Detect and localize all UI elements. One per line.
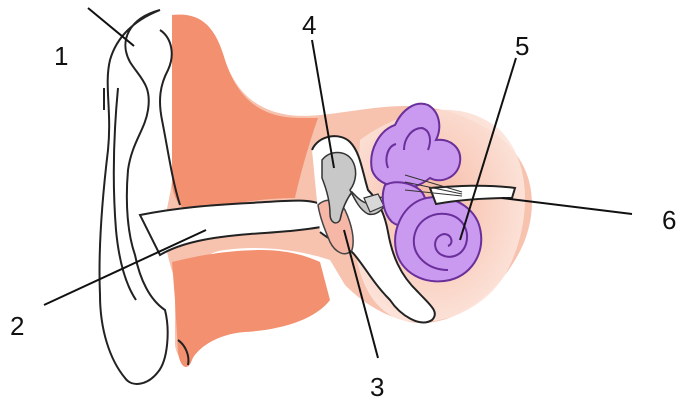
label-6: 6 xyxy=(662,207,676,233)
pinna xyxy=(99,10,167,384)
label-5: 5 xyxy=(515,33,529,59)
label-3: 3 xyxy=(370,374,384,400)
label-2: 2 xyxy=(10,313,24,339)
leader-line-1 xyxy=(88,8,134,46)
bone-tissue-upper xyxy=(172,15,318,212)
label-1: 1 xyxy=(54,43,68,69)
label-4: 4 xyxy=(302,12,316,38)
bone-tissue-lower xyxy=(172,250,330,367)
